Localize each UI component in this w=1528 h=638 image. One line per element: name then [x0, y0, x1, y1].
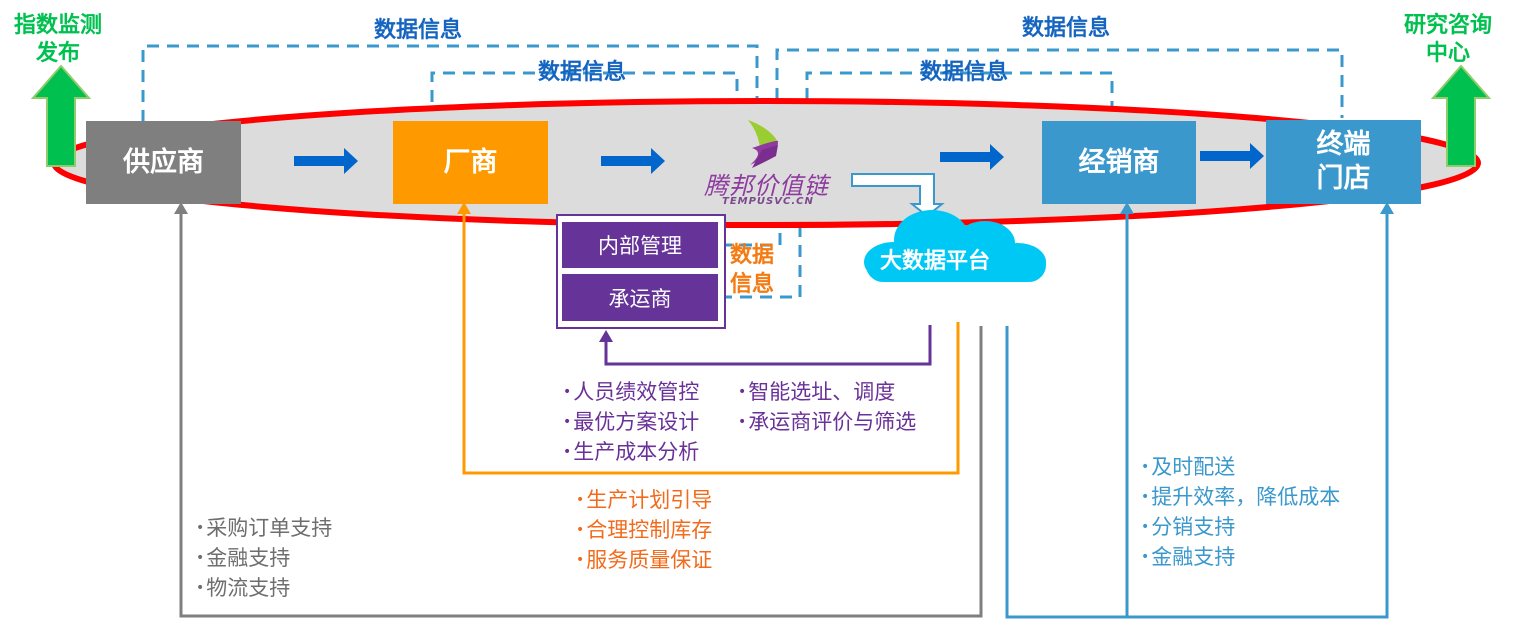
tempus-logo-icon — [748, 120, 778, 168]
list-item: 服务质量保证 — [576, 545, 712, 575]
data-info-label-inner-left: 数据信息 — [538, 60, 627, 85]
purple-feedback-line — [604, 325, 932, 366]
gray-feedback-line — [179, 212, 983, 618]
list-item: 金融支持 — [1141, 542, 1340, 572]
blue-feedback-line — [1005, 212, 1389, 619]
logo-name: 腾邦价值链 — [704, 172, 829, 200]
dealer-label: 经销商 — [1078, 146, 1160, 178]
data-info-label-inner-right: 数据信息 — [920, 60, 1009, 85]
supplier-label: 供应商 — [123, 146, 204, 178]
data-info-label-outer-left: 数据信息 — [374, 18, 463, 43]
list-item: 生产成本分析 — [563, 437, 699, 467]
list-item: 分销支持 — [1141, 512, 1340, 542]
orange-bullet-list: 生产计划引导 合理控制库存 服务质量保证 — [576, 485, 712, 575]
purple-arrowhead — [599, 330, 613, 342]
list-item: 最优方案设计 — [563, 407, 699, 437]
data-info-vertical-line1: 数据 — [730, 243, 775, 268]
index-monitoring-line2: 发布 — [36, 41, 81, 66]
list-item: 合理控制库存 — [576, 515, 712, 545]
blue-arrowhead-terminal — [1380, 202, 1394, 214]
list-item: 智能选址、调度 — [738, 377, 916, 407]
terminal-label-line2: 门店 — [1316, 163, 1371, 194]
manufacturer-label: 厂商 — [443, 146, 498, 178]
list-item: 提升效率，降低成本 — [1141, 482, 1340, 512]
data-info-vertical-line2: 信息 — [730, 272, 775, 297]
list-item: 承运商评价与筛选 — [738, 407, 916, 437]
list-item: 采购订单支持 — [196, 513, 332, 543]
list-item: 生产计划引导 — [576, 485, 712, 515]
green-up-arrow-left — [30, 64, 92, 167]
index-monitoring-line1: 指数监测 — [14, 13, 103, 38]
flow-arrows — [294, 143, 1264, 174]
terminal-label-line1: 终端 — [1316, 129, 1371, 160]
internal-management-box[interactable]: 内部管理 — [562, 222, 718, 268]
research-center-label: 研究咨询 中心 — [1404, 12, 1492, 68]
logo-domain: TEMPUSVC.CN — [722, 196, 814, 207]
internal-management-label: 内部管理 — [598, 234, 682, 258]
list-item: 金融支持 — [196, 543, 332, 573]
big-data-platform-label: 大数据平台 — [880, 249, 991, 274]
dealer-node[interactable]: 经销商 — [1042, 121, 1196, 204]
carrier-box[interactable]: 承运商 — [562, 274, 718, 321]
data-info-label-outer-right: 数据信息 — [1022, 16, 1111, 41]
blue-arrowhead-dealer — [1120, 202, 1134, 214]
list-item: 物流支持 — [196, 573, 332, 603]
list-item: 及时配送 — [1141, 452, 1340, 482]
gray-arrowhead — [174, 202, 188, 214]
research-center-line2: 中心 — [1426, 41, 1471, 66]
list-item: 人员绩效管控 — [563, 377, 699, 407]
terminal-store-node[interactable]: 终端 门店 — [1266, 120, 1421, 204]
orange-feedback-line — [462, 212, 960, 475]
purple-bullet-list-left: 人员绩效管控 最优方案设计 生产成本分析 — [563, 377, 699, 467]
supplier-node[interactable]: 供应商 — [86, 121, 241, 204]
index-monitoring-label: 指数监测 发布 — [14, 12, 102, 68]
carrier-label: 承运商 — [608, 286, 672, 311]
data-info-label-vertical: 数据 信息 — [730, 241, 774, 299]
manufacturer-node[interactable]: 厂商 — [393, 121, 548, 204]
orange-arrowhead — [457, 202, 471, 214]
big-data-cloud-shape — [864, 210, 1046, 282]
green-up-arrow-right — [1430, 64, 1492, 167]
blue-bullet-list: 及时配送 提升效率，降低成本 分销支持 金融支持 — [1141, 452, 1340, 572]
research-center-line1: 研究咨询 — [1404, 13, 1493, 38]
gray-bullet-list: 采购订单支持 金融支持 物流支持 — [196, 513, 332, 603]
dashed-data-lines — [141, 44, 1344, 299]
logo-to-cloud-arrow — [851, 173, 945, 218]
purple-bullet-list-right: 智能选址、调度 承运商评价与筛选 — [738, 377, 916, 437]
